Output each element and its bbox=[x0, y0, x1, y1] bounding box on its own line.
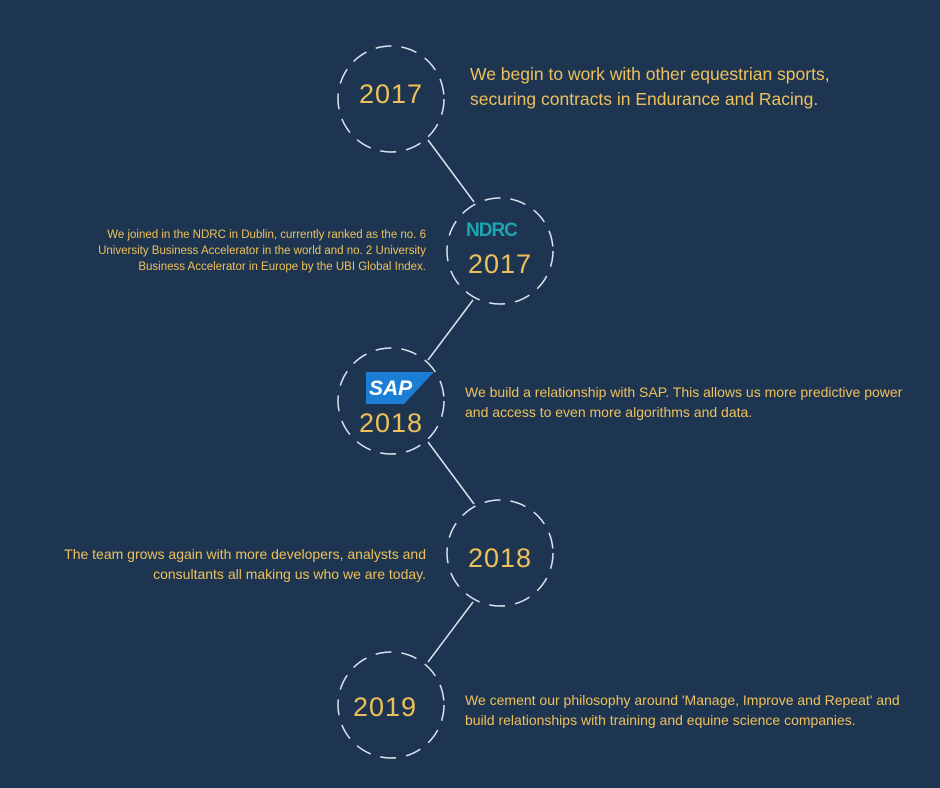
timeline-year: 2017 bbox=[467, 249, 533, 279]
timeline-node-2018-a: SAP 2018 bbox=[336, 346, 446, 456]
timeline-description: We build a relationship with SAP. This a… bbox=[465, 384, 903, 420]
timeline-year: 2017 bbox=[358, 79, 424, 109]
timeline-description: We cement our philosophy around 'Manage,… bbox=[465, 692, 900, 728]
timeline-description: The team grows again with more developer… bbox=[64, 546, 426, 582]
ndrc-logo: NDRC bbox=[466, 220, 519, 240]
connector-line bbox=[427, 299, 474, 361]
timeline-node-2017-a: 2017 bbox=[336, 44, 446, 154]
sap-logo: SAP bbox=[366, 372, 434, 404]
connector-line bbox=[427, 601, 474, 663]
connector-line bbox=[427, 441, 475, 505]
timeline-year: 2018 bbox=[358, 408, 424, 438]
ndrc-logo-text: NDRC bbox=[466, 220, 518, 240]
timeline-description: We begin to work with other equestrian s… bbox=[470, 64, 830, 109]
dashed-circle-icon bbox=[446, 499, 554, 607]
timeline-node-2019: 2019 bbox=[336, 650, 446, 760]
timeline-year: 2019 bbox=[352, 692, 418, 722]
sap-logo-text: SAP bbox=[369, 377, 413, 400]
timeline-node-2018-b: 2018 bbox=[445, 498, 555, 608]
timeline-description: We joined in the NDRC in Dublin, current… bbox=[98, 229, 426, 273]
timeline-node-2017-b: NDRC 2017 bbox=[445, 196, 555, 306]
dashed-circle-icon bbox=[337, 45, 445, 153]
connector-line bbox=[427, 139, 475, 203]
dashed-circle-icon bbox=[337, 651, 445, 759]
dashed-circle-icon bbox=[337, 347, 445, 455]
dashed-circle-icon bbox=[446, 197, 554, 305]
timeline-year: 2018 bbox=[467, 543, 533, 573]
